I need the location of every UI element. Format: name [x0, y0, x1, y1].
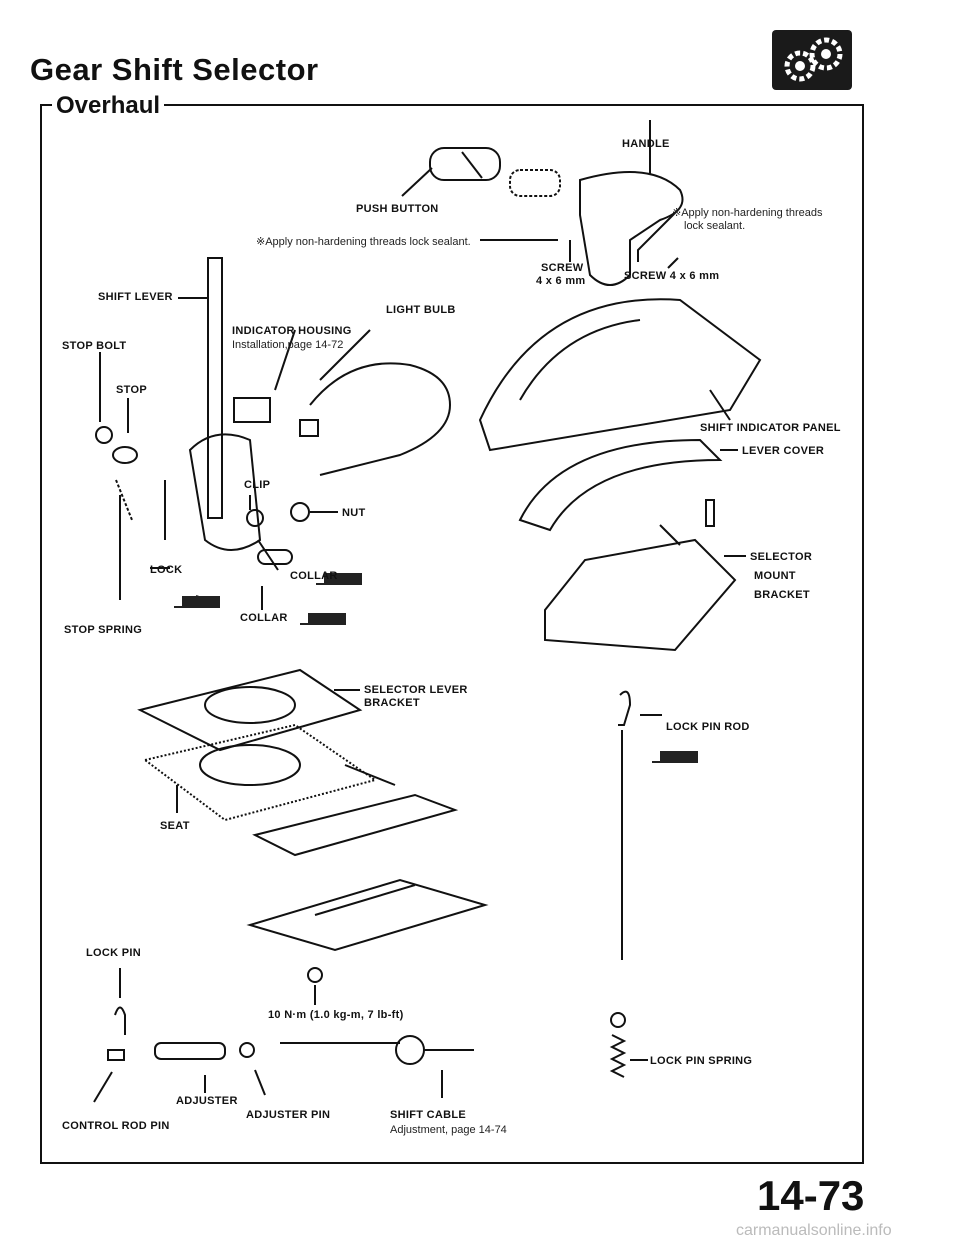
label-light-bulb: LIGHT BULB [386, 304, 456, 316]
stop-parts [95, 352, 170, 600]
section-title: Overhaul [52, 92, 165, 120]
label-lock-pin-rod: LOCK PIN ROD [666, 721, 750, 733]
label-selector-mount-2: MOUNT [754, 570, 796, 582]
lever-cover-part [518, 438, 738, 532]
label-lock: LOCK [150, 564, 183, 576]
grease-tag [316, 572, 366, 586]
page-number: 14-73 [757, 1172, 865, 1219]
label-indicator-housing-ref: Installation,page 14-72 [232, 339, 344, 351]
label-shift-lever: SHIFT LEVER [98, 291, 173, 303]
gasket-parts [246, 793, 489, 952]
label-screw-left-2: 4 x 6 mm [536, 275, 586, 287]
label-seat: SEAT [160, 820, 190, 832]
label-shift-cable-ref: Adjustment, page 14-74 [390, 1124, 507, 1136]
label-push-button: PUSH BUTTON [356, 203, 439, 215]
indicator-housing-part [233, 329, 452, 476]
selector-lever-bracket-part [137, 668, 396, 822]
label-collar-upper: COLLAR [290, 570, 338, 582]
label-lock-pin-spring: LOCK PIN SPRING [650, 1055, 753, 1067]
watermark: carmanualsonline.info [736, 1222, 892, 1239]
label-lever-cover: LEVER COVER [742, 445, 825, 457]
gear-emblem [772, 30, 852, 90]
grease-icon [652, 751, 698, 763]
label-selector-lever-bracket-2: BRACKET [364, 697, 420, 709]
label-screw-left-1: SCREW [541, 262, 584, 274]
grease-icon [300, 613, 346, 625]
overhaul-frame [40, 104, 864, 1164]
label-adjuster: ADJUSTER [176, 1095, 238, 1107]
label-control-rod-pin: CONTROL ROD PIN [62, 1120, 170, 1132]
label-sealant-note-left: ※Apply non-hardening threads lock sealan… [256, 236, 471, 248]
label-stop-bolt: STOP BOLT [62, 340, 127, 352]
label-sealant-note-right-2: lock sealant. [684, 220, 746, 232]
label-collar-lower: COLLAR [240, 612, 288, 624]
label-selector-mount-1: SELECTOR [750, 551, 813, 563]
page-title: Gear Shift Selector [30, 52, 319, 87]
label-clip: CLIP [244, 479, 271, 491]
grease-tag [652, 750, 702, 764]
cable-parts [93, 968, 474, 1103]
push-button-part [429, 147, 561, 197]
grease-icon [316, 573, 362, 585]
label-indicator-housing: INDICATOR HOUSING [232, 325, 352, 337]
grease-icon [174, 590, 220, 608]
clip-nut-collar-parts [246, 495, 338, 610]
selector-mount-bracket-part [544, 499, 746, 652]
label-selector-lever-bracket-1: SELECTOR LEVER [364, 684, 468, 696]
label-sealant-note-right-1: ※Apply non-hardening threads [672, 207, 823, 219]
label-shift-cable: SHIFT CABLE [390, 1109, 467, 1121]
label-stop-spring: STOP SPRING [64, 624, 143, 636]
label-stop: STOP [116, 384, 147, 396]
grease-tag [300, 612, 350, 626]
handle-part [579, 120, 684, 286]
label-adjuster-pin: ADJUSTER PIN [246, 1109, 331, 1121]
lock-pin-rod-part [618, 690, 662, 960]
label-selector-mount-3: BRACKET [754, 589, 810, 601]
label-handle: HANDLE [622, 138, 670, 150]
lock-pin-spring-part [609, 1012, 648, 1078]
shift-indicator-panel-part [478, 298, 762, 452]
label-lock-pin: LOCK PIN [86, 947, 141, 959]
gears-icon [784, 37, 843, 82]
label-nut: NUT [342, 507, 366, 519]
label-torque: 10 N·m (1.0 kg-m, 7 lb-ft) [268, 1009, 404, 1021]
grease-tag [174, 590, 224, 609]
shift-lever-part [178, 257, 262, 551]
label-screw-right: SCREW 4 x 6 mm [624, 270, 720, 282]
label-shift-indicator-panel: SHIFT INDICATOR PANEL [700, 422, 841, 434]
